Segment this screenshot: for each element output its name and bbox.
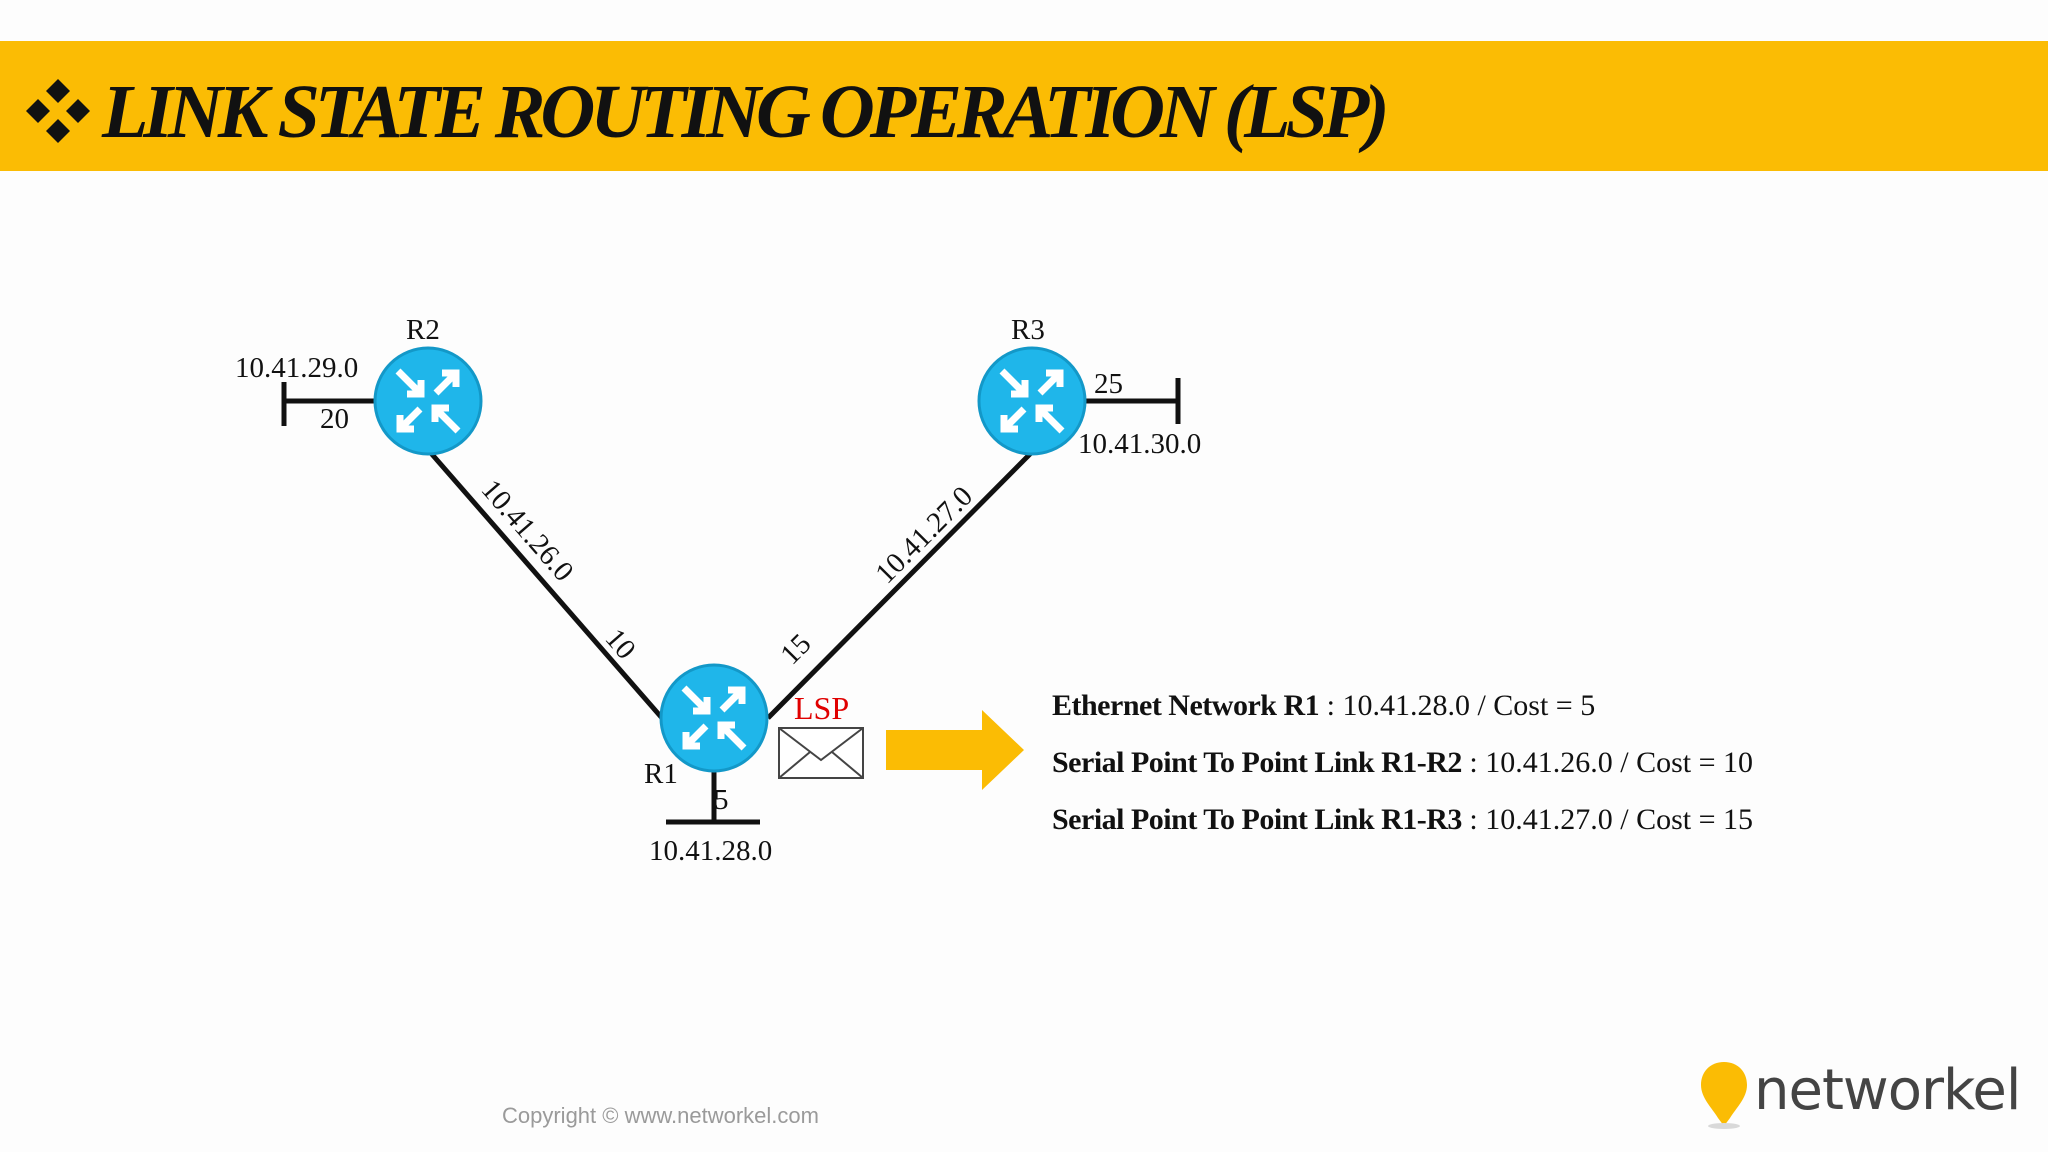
link-r1-r3 <box>766 450 1034 720</box>
lsp-entry: Serial Point To Point Link R1-R2 : 10.41… <box>1052 737 1952 794</box>
lsp-entry-value: : 10.41.26.0 / Cost = 10 <box>1461 746 1754 779</box>
lsp-entry-value: : 10.41.28.0 / Cost = 5 <box>1319 689 1596 722</box>
router-r3-icon <box>977 346 1087 456</box>
lsp-entry-key: Ethernet Network R1 <box>1052 689 1320 722</box>
lsp-entry-value: : 10.41.27.0 / Cost = 15 <box>1461 803 1754 836</box>
page-title: LINK STATE ROUTING OPERATION (LSP) <box>102 70 1390 154</box>
router-r3-label: R3 <box>1011 314 1045 346</box>
lsp-contents: Ethernet Network R1 : 10.41.28.0 / Cost … <box>1052 680 1952 851</box>
lsp-entry: Serial Point To Point Link R1-R3 : 10.41… <box>1052 794 1952 851</box>
title-bar: LINK STATE ROUTING OPERATION (LSP) <box>0 41 2048 171</box>
location-pin-icon <box>1701 1062 1747 1129</box>
link-r1-r2 <box>428 450 664 720</box>
network-r2-lan: 10.41.29.0 <box>235 352 358 384</box>
network-r1-r2: 10.41.26.0 <box>475 474 580 588</box>
lsp-label: LSP <box>794 690 849 726</box>
diamond-bullet-icon <box>26 79 90 143</box>
network-r1-r3: 10.41.27.0 <box>869 480 979 590</box>
lsp-entry: Ethernet Network R1 : 10.41.28.0 / Cost … <box>1052 680 1952 737</box>
cost-r2-lan: 20 <box>320 403 349 435</box>
network-r1-lan: 10.41.28.0 <box>649 835 772 867</box>
cost-r1-r2: 10 <box>599 623 642 666</box>
lsp-entry-key: Serial Point To Point Link R1-R2 <box>1052 746 1462 779</box>
envelope-icon <box>778 727 864 779</box>
arrow-right-icon <box>886 710 1024 790</box>
copyright-text: Copyright © www.networkel.com <box>502 1103 819 1128</box>
router-r2-icon <box>373 346 483 456</box>
lsp-entry-key: Serial Point To Point Link R1-R3 <box>1052 803 1462 836</box>
brand-logo: networkel <box>1698 1058 2021 1132</box>
cost-r3-lan: 25 <box>1094 368 1123 400</box>
network-r3-lan: 10.41.30.0 <box>1078 428 1201 460</box>
router-r1-label: R1 <box>644 758 678 790</box>
router-r1-icon <box>659 663 769 773</box>
cost-r1-lan: 5 <box>714 784 729 816</box>
router-r2-label: R2 <box>406 314 440 346</box>
cost-r1-r3: 15 <box>774 628 817 671</box>
brand-name: networkel <box>1754 1058 2021 1123</box>
